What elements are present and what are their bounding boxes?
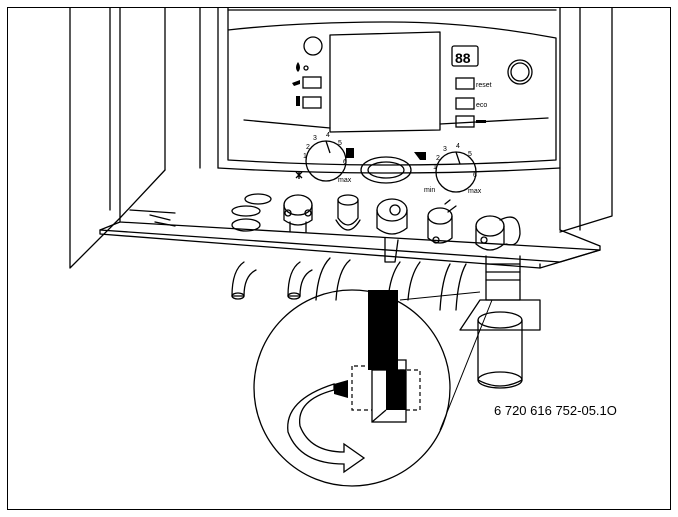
left-button-1[interactable] — [302, 76, 322, 89]
control-fascia — [227, 7, 557, 166]
knob-right-tick-2: 2 — [436, 155, 440, 162]
valve-2 — [335, 194, 361, 231]
heating-knob[interactable] — [305, 140, 347, 182]
valve-4 — [427, 199, 457, 244]
display-box — [451, 45, 479, 67]
knob-right-tick-4: 4 — [456, 143, 460, 150]
knob-right-min-label: min — [424, 187, 435, 194]
callout-line — [399, 291, 493, 431]
knob-left-tick-4: 4 — [326, 132, 330, 139]
power-button[interactable] — [303, 36, 323, 56]
key-button[interactable] — [455, 115, 475, 128]
knob-right-tick-6: 6 — [473, 172, 477, 179]
pipe-left — [231, 261, 257, 297]
eco-label: eco — [476, 102, 487, 109]
detail-circle — [253, 289, 451, 487]
knob-right-tick-1: 1 — [433, 164, 437, 171]
wrench-icon — [292, 80, 300, 86]
knob-left-max-label: max — [338, 177, 352, 184]
flame-icon — [296, 62, 300, 72]
display-digits: 88 — [455, 50, 471, 66]
knob-right-tick-3: 3 — [443, 146, 447, 153]
knob-left-tick-3: 3 — [313, 135, 317, 142]
left-button-2[interactable] — [302, 96, 322, 109]
valve-3 — [376, 198, 408, 263]
thermometer-icon — [296, 96, 300, 106]
valve-5 — [475, 215, 521, 251]
tap-icon — [414, 152, 426, 160]
valve-1 — [283, 194, 313, 233]
radiator-icon — [346, 148, 354, 158]
figure-code: 6 720 616 752-05.1O — [494, 403, 617, 418]
knob-right-tick-5: 5 — [468, 151, 472, 158]
rotate-arrow-icon — [287, 380, 366, 474]
detail-key — [351, 290, 421, 423]
reset-label: reset — [476, 82, 492, 89]
knob-right-max-label: max — [468, 188, 482, 195]
knob-left-tick-6: 6 — [343, 159, 347, 166]
eco-button[interactable] — [455, 97, 475, 110]
knob-left-tick-5: 5 — [338, 140, 342, 147]
knob-left-tick-2: 2 — [306, 144, 310, 151]
casing-left — [69, 7, 166, 269]
reset-button[interactable] — [455, 77, 475, 90]
pressure-gauge-icon — [507, 59, 533, 85]
knob-left-tick-1: 1 — [303, 153, 307, 160]
key-icon — [476, 120, 486, 123]
